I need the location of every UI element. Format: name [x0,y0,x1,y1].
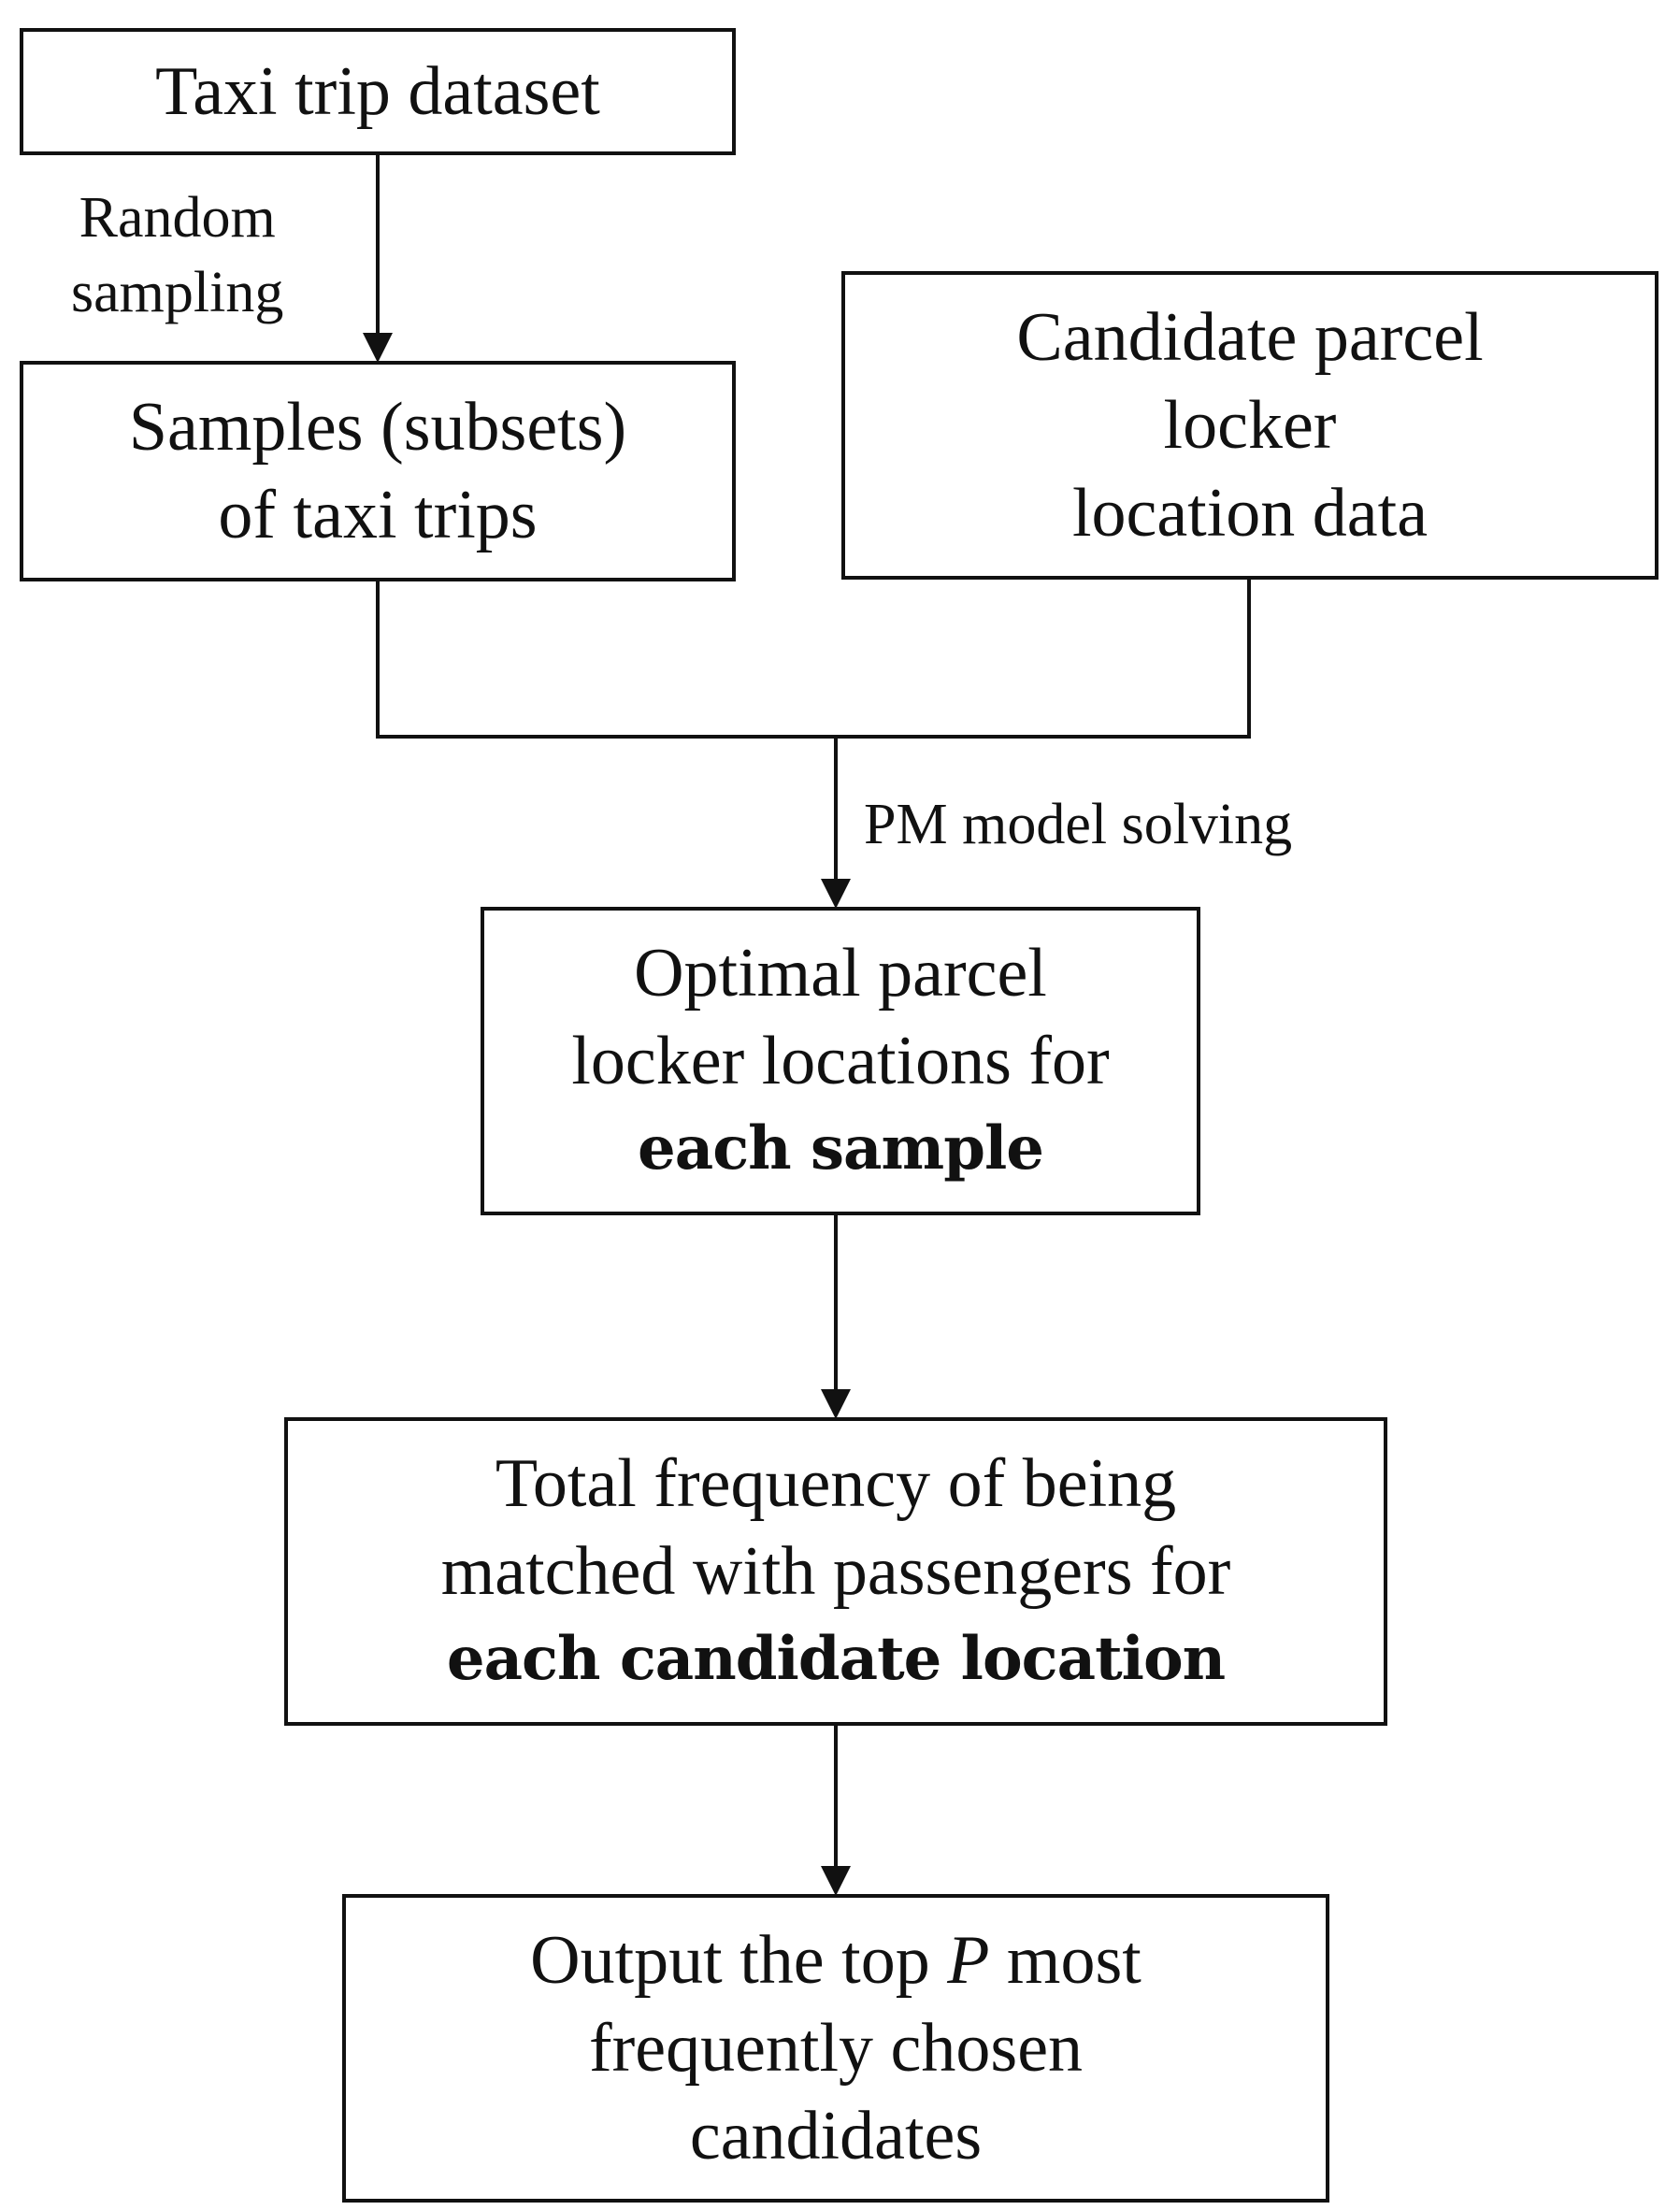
node-taxi-trip-dataset-line-1: Taxi trip dataset [155,53,600,130]
node-frequency-bold-line: each candidate location [446,1624,1226,1694]
arrowhead-optimal [821,879,851,909]
node-samples-line-2: of taxi trips [218,477,538,553]
node-output-line-1-pre: Output the top [530,1922,948,1999]
node-output-line-1-post: most [989,1922,1142,1999]
edge-label-pm-model-solving: PM model solving [864,787,1292,862]
node-total-frequency: Total frequency of being matched with pa… [284,1417,1387,1726]
node-output-line-1: Output the top P most [530,1916,1142,2004]
edge-label-random-sampling-line-2: sampling [71,261,284,324]
node-optimal-line-1: Optimal parcel [634,935,1047,1012]
node-output-line-2: frequently chosen [588,2010,1084,2087]
node-candidate-line-2: locker [1163,387,1337,464]
node-optimal-locker-locations: Optimal parcel locker locations for each… [481,907,1200,1215]
node-candidate-line-1: Candidate parcel [1016,299,1484,376]
edge-label-pm-model-solving-text: PM model solving [864,793,1293,856]
node-taxi-trip-dataset: Taxi trip dataset [20,28,736,155]
node-output-variable-p: P [947,1922,990,1999]
node-frequency-line-2: matched with passengers for [440,1533,1231,1610]
node-optimal-bold-line: each sample [638,1113,1044,1184]
edge-label-random-sampling: Random sampling [71,180,283,330]
node-output-top-candidates: Output the top P most frequently chosen … [342,1894,1329,2203]
node-optimal-line-2: locker locations for [571,1023,1110,1099]
arrowhead-output [821,1866,851,1896]
node-samples-line-1: Samples (subsets) [128,389,627,466]
edge-label-random-sampling-line-1: Random [79,186,276,250]
node-output-line-3: candidates [689,2098,983,2174]
node-candidate-line-3: location data [1071,475,1429,552]
node-frequency-line-1: Total frequency of being [495,1445,1177,1522]
node-samples-of-taxi-trips: Samples (subsets) of taxi trips [20,361,736,581]
node-candidate-locker-location-data: Candidate parcel locker location data [841,271,1658,580]
arrowhead-samples [363,333,393,363]
arrowhead-frequency [821,1389,851,1419]
